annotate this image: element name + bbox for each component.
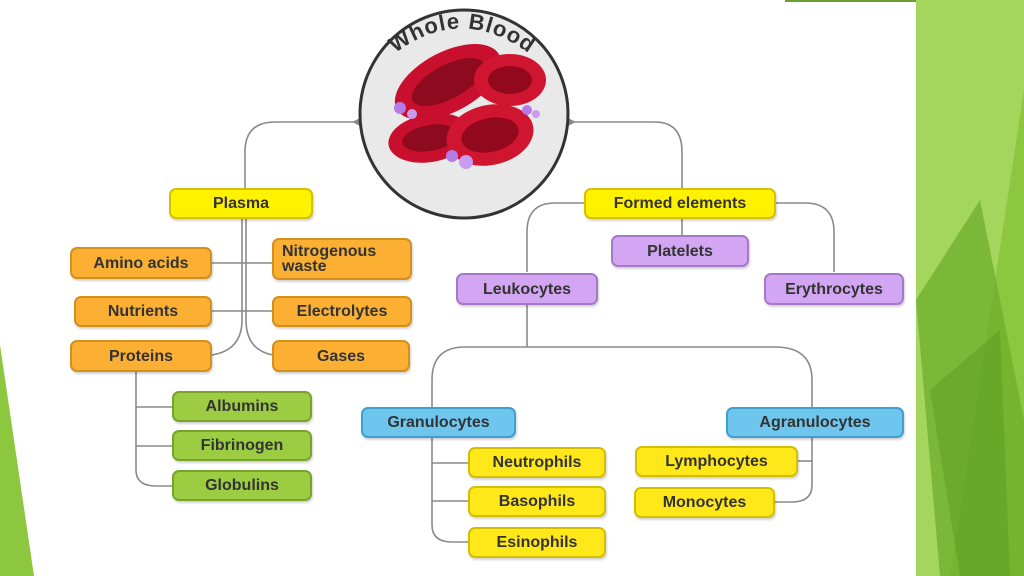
right-facet-mid <box>930 330 1010 576</box>
connector-plasma-trunk-right <box>245 218 274 356</box>
node-granulocytes-label: Granulocytes <box>387 414 490 431</box>
connector-blood-plasma <box>244 121 356 188</box>
left-green-facet <box>0 345 34 576</box>
node-platelets: Platelets <box>611 235 749 267</box>
node-formed-elements: Formed elements <box>584 188 776 219</box>
node-nutrients-label: Nutrients <box>107 303 179 320</box>
node-erythrocytes-label: Erythrocytes <box>785 280 883 298</box>
connector-formed-erythrocytes <box>776 202 835 272</box>
node-proteins: Proteins <box>70 340 212 372</box>
node-agranulocytes: Agranulocytes <box>726 407 904 438</box>
node-electrolytes: Electrolytes <box>272 296 412 327</box>
node-neutrophils-label: Neutrophils <box>492 454 582 471</box>
node-leukocytes: Leukocytes <box>456 273 598 305</box>
node-platelets-label: Platelets <box>647 242 713 260</box>
node-amino-acids: Amino acids <box>70 247 212 279</box>
title-arc: Whole Blood <box>384 8 540 57</box>
node-esinophils: Esinophils <box>468 527 606 558</box>
connector-proteins-trunk <box>135 370 172 487</box>
node-fibrinogen-label: Fibrinogen <box>200 437 284 454</box>
node-plasma-label: Plasma <box>212 195 270 212</box>
node-formed-elements-label: Formed elements <box>613 195 747 212</box>
node-amino-acids-label: Amino acids <box>93 254 189 272</box>
arrowhead-right <box>568 118 576 126</box>
diagram-title: Whole Blood <box>384 8 539 57</box>
connector-leuko-agranulocytes <box>527 346 813 407</box>
node-leukocytes-label: Leukocytes <box>482 280 572 298</box>
red-blood-cells-icon <box>388 44 546 169</box>
node-neutrophils: Neutrophils <box>468 447 606 478</box>
node-lymphocytes: Lymphocytes <box>635 446 798 477</box>
connector-plasma-trunk <box>211 218 243 356</box>
node-plasma: Plasma <box>169 188 313 219</box>
node-monocytes-label: Monocytes <box>662 494 747 511</box>
node-esinophils-label: Esinophils <box>496 534 578 551</box>
node-basophils-label: Basophils <box>498 493 576 510</box>
connector-agranulo-trunk <box>775 438 813 503</box>
connector-blood-formed <box>572 121 683 188</box>
node-globulins: Globulins <box>172 470 312 501</box>
node-albumins: Albumins <box>172 391 312 422</box>
node-electrolytes-label: Electrolytes <box>296 303 388 320</box>
node-erythrocytes: Erythrocytes <box>764 273 904 305</box>
node-nitrogenous-waste-label: Nitrogenous waste <box>282 243 377 275</box>
connector-leuko-granulocytes <box>431 346 527 407</box>
node-lymphocytes-label: Lymphocytes <box>665 453 768 470</box>
node-albumins-label: Albumins <box>205 398 279 415</box>
connector-granulo-trunk <box>431 438 468 543</box>
svg-text:Whole Blood: Whole Blood <box>384 8 540 57</box>
node-basophils: Basophils <box>468 486 606 517</box>
node-nitrogenous-waste: Nitrogenous waste <box>272 238 412 280</box>
node-granulocytes: Granulocytes <box>361 407 516 438</box>
node-globulins-label: Globulins <box>205 477 279 494</box>
node-agranulocytes-label: Agranulocytes <box>759 414 871 431</box>
arrowhead-left <box>352 118 360 126</box>
node-gases: Gases <box>272 340 410 372</box>
node-nutrients: Nutrients <box>74 296 212 327</box>
node-fibrinogen: Fibrinogen <box>172 430 312 461</box>
node-gases-label: Gases <box>316 347 366 365</box>
connector-formed-leukocytes <box>526 202 584 272</box>
node-monocytes: Monocytes <box>634 487 775 518</box>
node-proteins-label: Proteins <box>108 347 173 365</box>
